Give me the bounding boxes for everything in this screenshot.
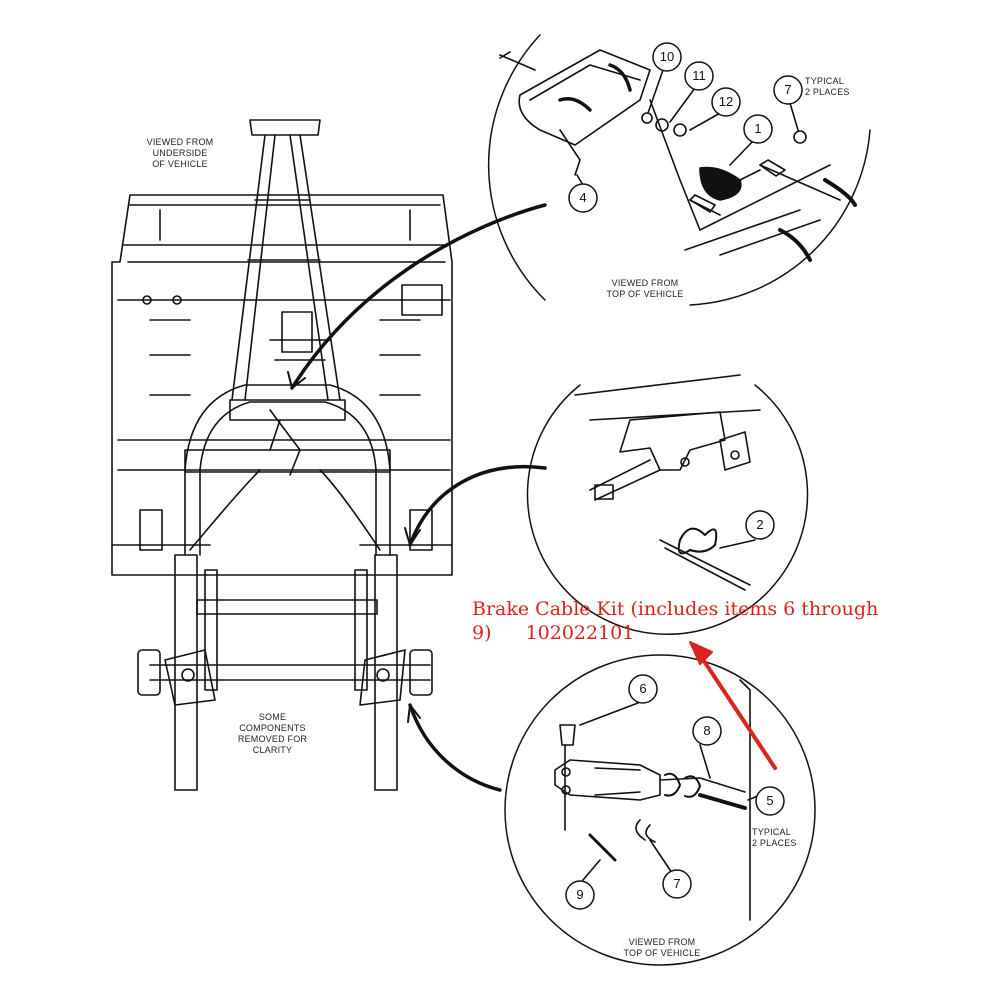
callout-4: 4: [568, 183, 598, 213]
leader-to-top-detail: [290, 203, 547, 390]
label-typical-2-places-bottom: TYPICAL 2 PLACES: [752, 827, 797, 848]
leader-to-middle-detail: [408, 465, 547, 547]
brake-cable-kit-note: Brake Cable Kit (includes items 6 throug…: [472, 597, 912, 645]
label-viewed-from-top-2: VIEWED FROM TOP OF VEHICLE: [623, 937, 701, 958]
svg-text:10: 10: [660, 49, 674, 64]
callout-11: 11: [684, 61, 714, 91]
callout-1: 1: [743, 114, 773, 144]
callout-2: 2: [745, 510, 775, 540]
svg-text:2: 2: [756, 517, 763, 532]
callout-5: 5: [755, 786, 785, 816]
kit-part-number: 102022101: [525, 622, 635, 644]
callout-10: 10: [652, 42, 682, 72]
svg-text:9: 9: [576, 887, 583, 902]
svg-text:11: 11: [692, 68, 706, 83]
svg-text:5: 5: [766, 793, 773, 808]
label-removed-for-clarity: SOME COMPONENTS REMOVED FOR CLARITY: [237, 712, 308, 755]
svg-text:7: 7: [673, 876, 680, 891]
callout-8: 8: [692, 716, 722, 746]
leader-to-bottom-detail: [408, 703, 502, 792]
callout-7-top: 7: [773, 75, 803, 105]
bottom-detail-parts: [554, 679, 751, 921]
label-viewed-from-top-1: VIEWED FROM TOP OF VEHICLE: [606, 278, 684, 299]
callout-12: 12: [711, 87, 741, 117]
svg-text:1: 1: [754, 121, 761, 136]
middle-detail-parts: [574, 374, 761, 591]
bottom-detail-outline: [504, 654, 816, 966]
annotation-arrow: [698, 653, 777, 770]
label-typical-2-places-top: TYPICAL 2 PLACES: [805, 76, 850, 97]
svg-text:6: 6: [639, 681, 646, 696]
callout-6: 6: [628, 674, 658, 704]
top-detail-outline: [487, 34, 871, 306]
kit-note-line2: 9): [472, 622, 492, 644]
callout-7-bottom: 7: [662, 869, 692, 899]
vehicle-chassis: [111, 119, 453, 791]
svg-text:4: 4: [579, 190, 586, 205]
svg-text:7: 7: [784, 82, 791, 97]
svg-text:12: 12: [719, 94, 733, 109]
top-detail-parts: [499, 49, 857, 262]
kit-note-line1: Brake Cable Kit (includes items 6 throug…: [472, 598, 879, 620]
middle-detail-outline: [526, 384, 809, 635]
callout-9: 9: [565, 880, 595, 910]
label-viewed-from-underside: VIEWED FROM UNDERSIDE OF VEHICLE: [146, 137, 214, 169]
svg-text:8: 8: [703, 723, 710, 738]
